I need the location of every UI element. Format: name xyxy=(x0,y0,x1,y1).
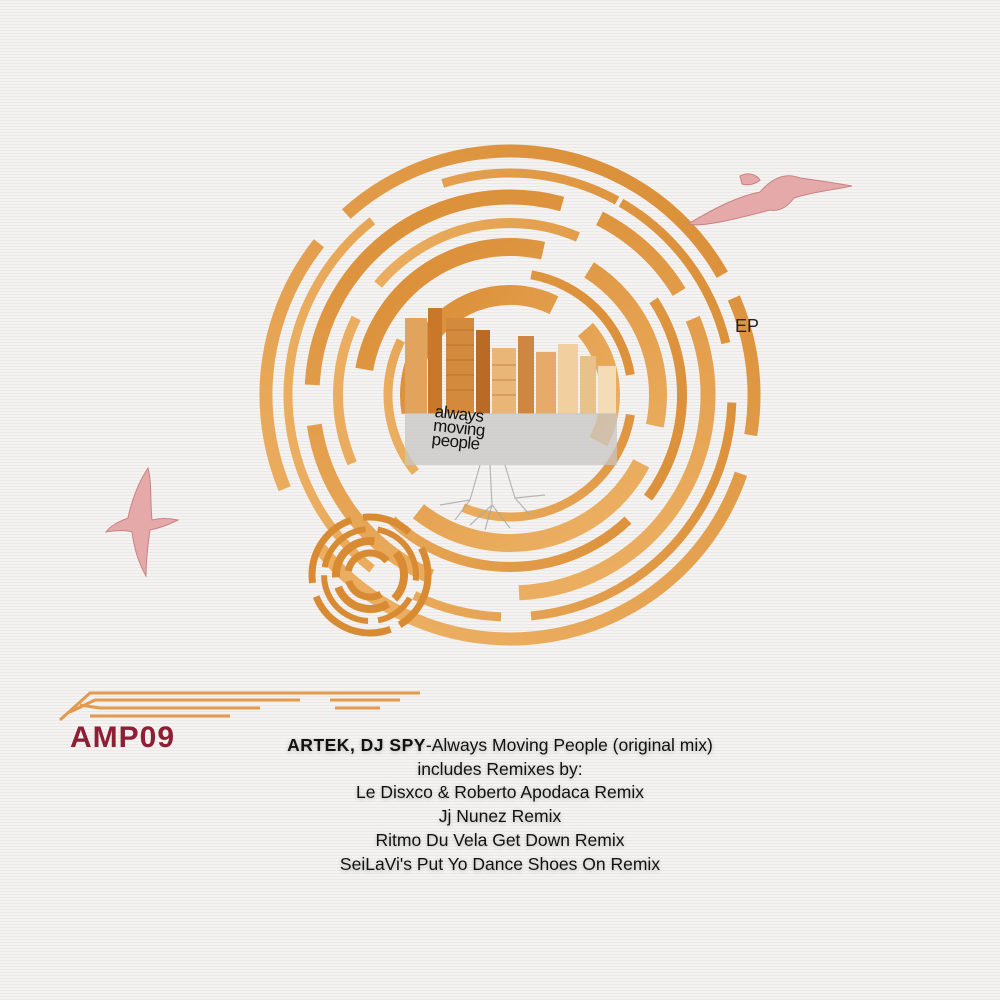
concentric-rings xyxy=(259,144,761,646)
seagull-icon xyxy=(686,173,853,226)
circuit-lines xyxy=(58,691,420,722)
artists: ARTEK, DJ SPY xyxy=(287,735,426,755)
remix-item: Jj Nunez Remix xyxy=(438,806,562,827)
remix-item: Ritmo Du Vela Get Down Remix xyxy=(375,829,625,850)
label-logo: always moving people xyxy=(431,402,535,457)
separator: - xyxy=(425,735,432,755)
remix-item: Le Disxco & Roberto Apodaca Remix xyxy=(356,782,644,803)
tracklist: ARTEK, DJ SPY-Always Moving People (orig… xyxy=(240,734,760,876)
title-track: Always Moving People (original mix) xyxy=(431,735,713,755)
catalog-number: AMP09 xyxy=(70,721,176,754)
small-rings xyxy=(308,513,432,637)
flying-bird-icon xyxy=(104,466,180,578)
title-track-row: ARTEK, DJ SPY-Always Moving People (orig… xyxy=(240,734,760,758)
city-skyline-icon xyxy=(405,308,617,531)
format-label: EP xyxy=(735,316,760,336)
remix-item: SeiLaVi's Put Yo Dance Shoes On Remix xyxy=(339,853,661,874)
remix-intro: includes Remixes by: xyxy=(417,758,583,779)
